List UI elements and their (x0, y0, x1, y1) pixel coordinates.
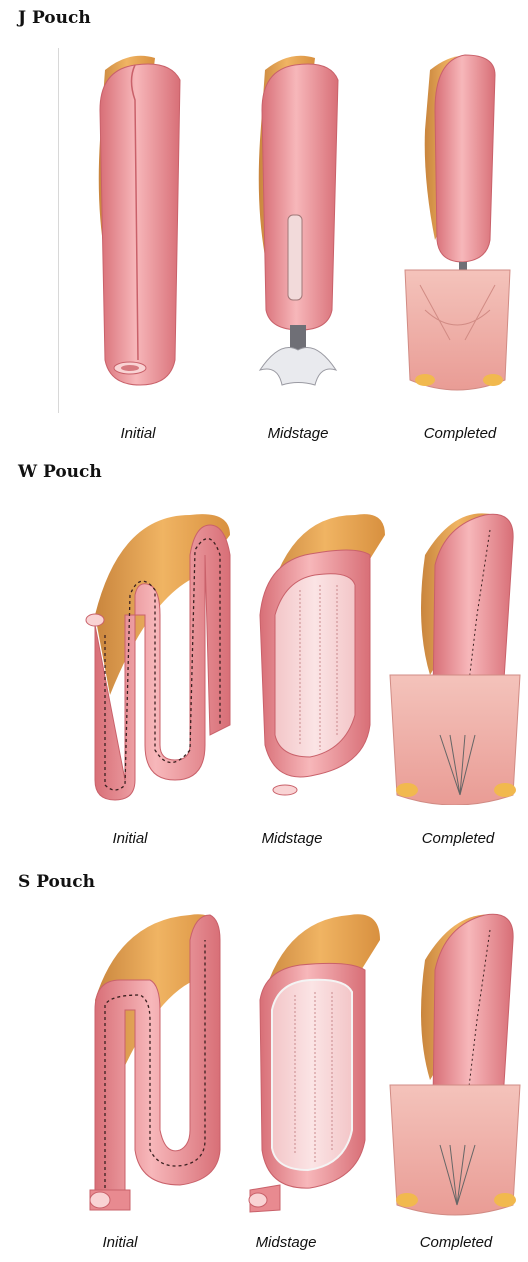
w-pouch-completed-illustration (385, 495, 525, 805)
s-pouch-initial-illustration (80, 900, 230, 1220)
s-pouch-completed-illustration (385, 900, 525, 1220)
w-pouch-midstage-illustration (245, 495, 395, 805)
section-title-w-pouch: W Pouch (18, 462, 102, 482)
caption-w-completed: Completed (398, 830, 518, 847)
caption-s-completed: Completed (396, 1234, 516, 1251)
caption-s-initial: Initial (60, 1234, 180, 1251)
w-pouch-initial-illustration (80, 495, 240, 805)
caption-w-initial: Initial (70, 830, 190, 847)
section-title-j-pouch: J Pouch (18, 8, 91, 28)
s-pouch-midstage-illustration (240, 900, 390, 1220)
j-pouch-midstage-illustration (240, 40, 360, 400)
caption-j-initial: Initial (78, 425, 198, 442)
j-pouch-initial-illustration (80, 40, 200, 400)
section-title-s-pouch: S Pouch (18, 872, 95, 892)
caption-j-completed: Completed (400, 425, 520, 442)
divider-line (58, 48, 59, 413)
j-pouch-completed-illustration (395, 40, 520, 400)
caption-w-midstage: Midstage (232, 830, 352, 847)
caption-s-midstage: Midstage (226, 1234, 346, 1251)
caption-j-midstage: Midstage (238, 425, 358, 442)
